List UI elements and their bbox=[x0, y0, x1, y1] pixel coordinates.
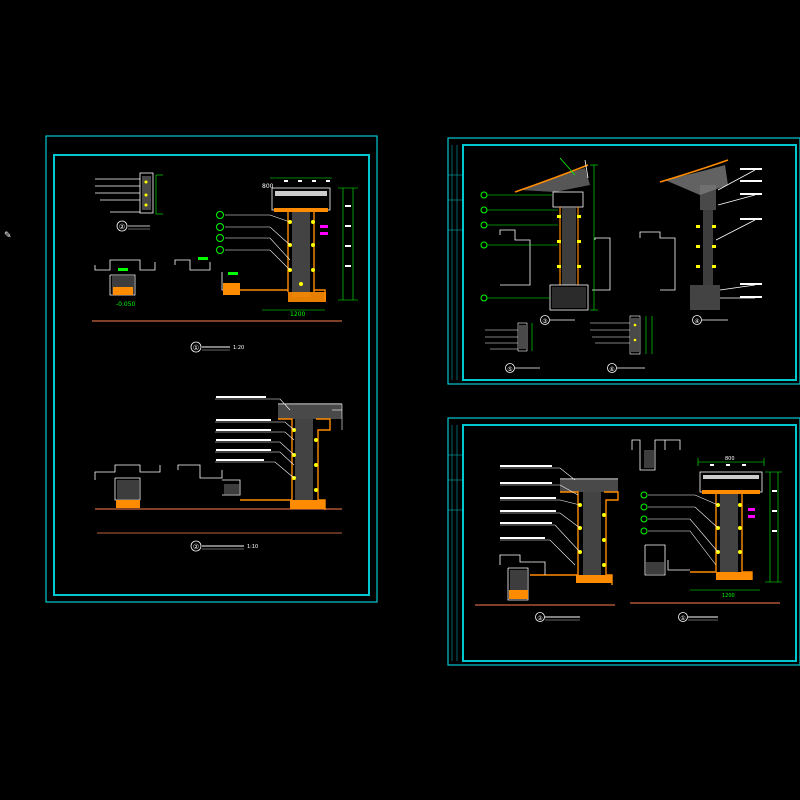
detail-d-number: ⑥ bbox=[609, 366, 614, 373]
detail-a-number: ③ bbox=[542, 318, 547, 325]
sheet-inner-frame-3 bbox=[462, 424, 797, 662]
sheet-outer-frame-2 bbox=[447, 137, 800, 385]
detail-small-d: ⑥ bbox=[590, 315, 653, 373]
detail-pavilion-section-a: ③ bbox=[480, 157, 611, 325]
dim-br-top: 800 bbox=[725, 456, 735, 462]
detail-number: ② bbox=[119, 223, 125, 231]
dim-top: 800 bbox=[262, 183, 274, 190]
sheet-bottom-right: ② bbox=[447, 417, 800, 666]
detail-c-number: ⑤ bbox=[507, 366, 512, 373]
detail-b-number: ④ bbox=[694, 318, 699, 325]
section-br-2: ② bbox=[475, 465, 619, 622]
section-1-scale: 1:20 bbox=[233, 345, 244, 351]
detail-small-section: ② bbox=[95, 172, 163, 232]
sheet-outer-frame-3 bbox=[447, 417, 800, 666]
detail-pavilion-section-b: ④ bbox=[639, 159, 762, 325]
section-2-drawing: ② 1:10 bbox=[94, 396, 343, 552]
dim-bottom: 1200 bbox=[290, 311, 305, 318]
sheet-top-right: ③ bbox=[447, 137, 800, 385]
detail-bubble bbox=[116, 220, 128, 232]
detail-small-c: ⑤ bbox=[485, 322, 540, 373]
sheet-outer-frame bbox=[45, 135, 378, 603]
corner-mark: ✎ bbox=[4, 231, 12, 241]
section-1-bubble bbox=[190, 341, 202, 353]
sheet-left: ② bbox=[45, 135, 378, 603]
dim-br-bottom: 1200 bbox=[722, 593, 735, 599]
level-mark-1: -0.050 bbox=[116, 301, 136, 308]
section-1-number: ① bbox=[193, 344, 199, 352]
sheet-inner-frame bbox=[53, 154, 370, 596]
section-1-drawing: 800 1200 -0.050 ① 1:20 bbox=[92, 177, 358, 353]
section-2-scale: 1:10 bbox=[247, 544, 258, 550]
section-2-bubble bbox=[190, 540, 202, 552]
section-br-1-number: ① bbox=[680, 615, 685, 622]
sheet-inner-frame-2 bbox=[462, 144, 797, 381]
section-br-2-number: ② bbox=[537, 615, 543, 622]
section-2-number: ② bbox=[193, 543, 199, 551]
section-br-1: 1200 800 ① bbox=[630, 439, 782, 622]
